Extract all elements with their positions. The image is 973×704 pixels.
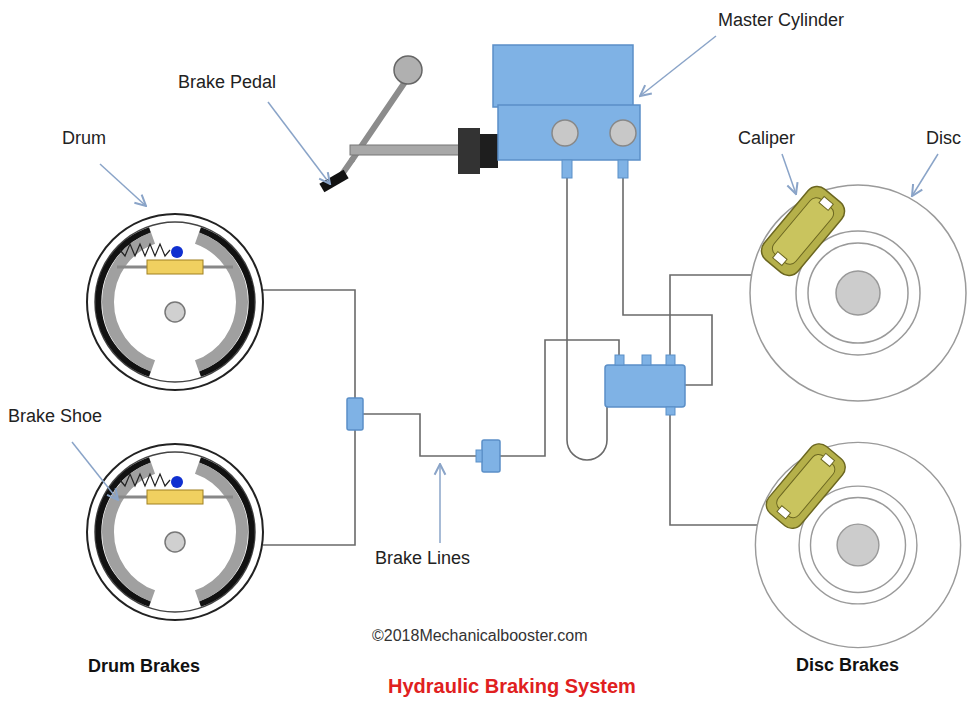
part-label: Brake Shoe bbox=[6, 406, 104, 428]
diagram-caption: Hydraulic Braking System bbox=[386, 674, 638, 698]
copyright-watermark: ©2018Mechanicalbooster.com bbox=[370, 626, 589, 645]
part-label: Brake Lines bbox=[373, 548, 472, 570]
part-label: Disc bbox=[924, 128, 963, 150]
part-label: Brake Pedal bbox=[176, 72, 278, 94]
part-label: Master Cylinder bbox=[716, 10, 846, 32]
group-label: Drum Brakes bbox=[86, 656, 202, 678]
part-label: Drum bbox=[60, 128, 108, 150]
part-label: Caliper bbox=[736, 128, 797, 150]
group-label: Disc Brakes bbox=[794, 655, 901, 677]
